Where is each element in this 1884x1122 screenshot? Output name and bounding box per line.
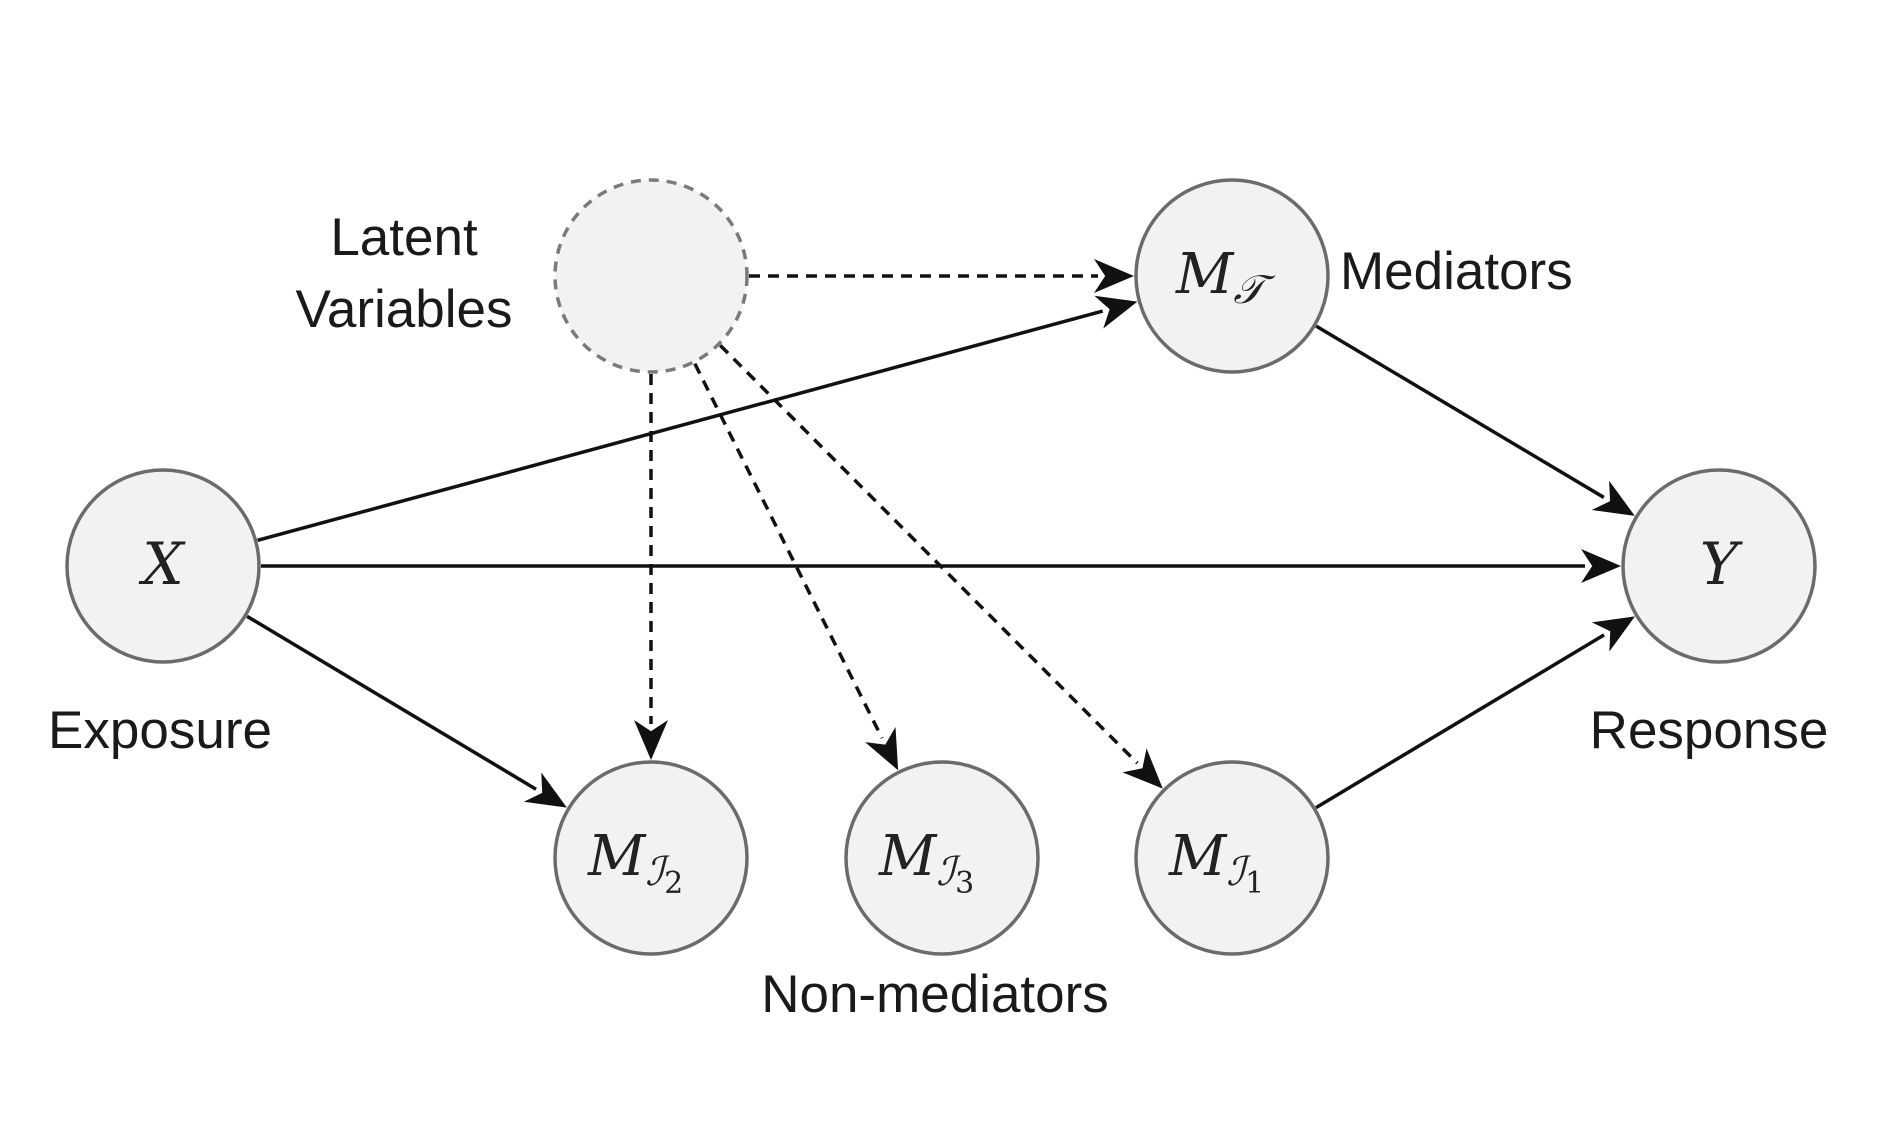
non-mediators-label: Non-mediators — [761, 965, 1109, 1024]
edge-arrowhead — [523, 772, 567, 808]
response-node — [1621, 468, 1817, 664]
edge-m_t-to-y — [1315, 324, 1635, 516]
edges-layer — [246, 259, 1635, 810]
latent-label-line1: Latent — [330, 208, 478, 267]
edge-latent-to-m_i2 — [634, 374, 668, 760]
edge-arrowhead — [1094, 295, 1138, 329]
edge-line — [718, 344, 1139, 765]
edge-arrowhead — [865, 726, 899, 771]
edge-latent-to-m_i3 — [693, 362, 899, 771]
exposure-node — [65, 468, 261, 664]
svg-text:Mℐ1: Mℐ1 — [1168, 824, 1264, 901]
mediator-t-node — [1134, 178, 1330, 374]
edge-arrowhead — [1122, 748, 1163, 789]
edge-line — [693, 362, 884, 739]
exposure-label: Exposure — [48, 701, 272, 760]
edge-line — [1315, 324, 1605, 499]
non-mediator-i1-main: M — [1168, 824, 1228, 889]
non-mediator-i1-subsub: 1 — [1245, 866, 1264, 901]
non-mediator-i3-node — [844, 760, 1040, 956]
non-mediator-i3-main: M — [878, 824, 938, 889]
response-label: Response — [1590, 701, 1829, 760]
edge-latent-to-m_t — [749, 259, 1134, 293]
edge-x-to-m_i2 — [246, 614, 567, 808]
edge-x-to-m_t — [257, 295, 1138, 543]
mediators-label: Mediators — [1340, 242, 1573, 301]
edge-x-to-y — [261, 549, 1621, 583]
non-mediator-i2-subsub: 2 — [664, 866, 683, 901]
non-mediator-i2-node — [553, 760, 749, 956]
mediator-t-main: M — [1175, 242, 1235, 307]
response-node-label: Y — [1700, 530, 1743, 598]
edge-m_i1-to-y — [1315, 616, 1635, 810]
non-mediator-i1-node — [1134, 760, 1330, 956]
edge-line — [257, 309, 1104, 543]
non-mediator-i2-main: M — [587, 824, 647, 889]
latent-label-line2: Variables — [295, 280, 512, 339]
edge-arrowhead — [1094, 259, 1134, 293]
latent-variables-node — [553, 178, 749, 374]
edge-arrowhead — [1591, 616, 1635, 652]
edge-line — [1315, 633, 1605, 810]
edge-line — [246, 614, 537, 791]
edge-arrowhead — [634, 720, 668, 760]
exposure-node-label: X — [138, 530, 186, 598]
non-mediator-i1-node-label: Mℐ1 — [1168, 824, 1264, 901]
edge-arrowhead — [1591, 480, 1635, 516]
non-mediator-i3-subsub: 3 — [955, 866, 974, 901]
edge-arrowhead — [1581, 549, 1621, 583]
edge-latent-to-m_i1 — [718, 344, 1163, 789]
